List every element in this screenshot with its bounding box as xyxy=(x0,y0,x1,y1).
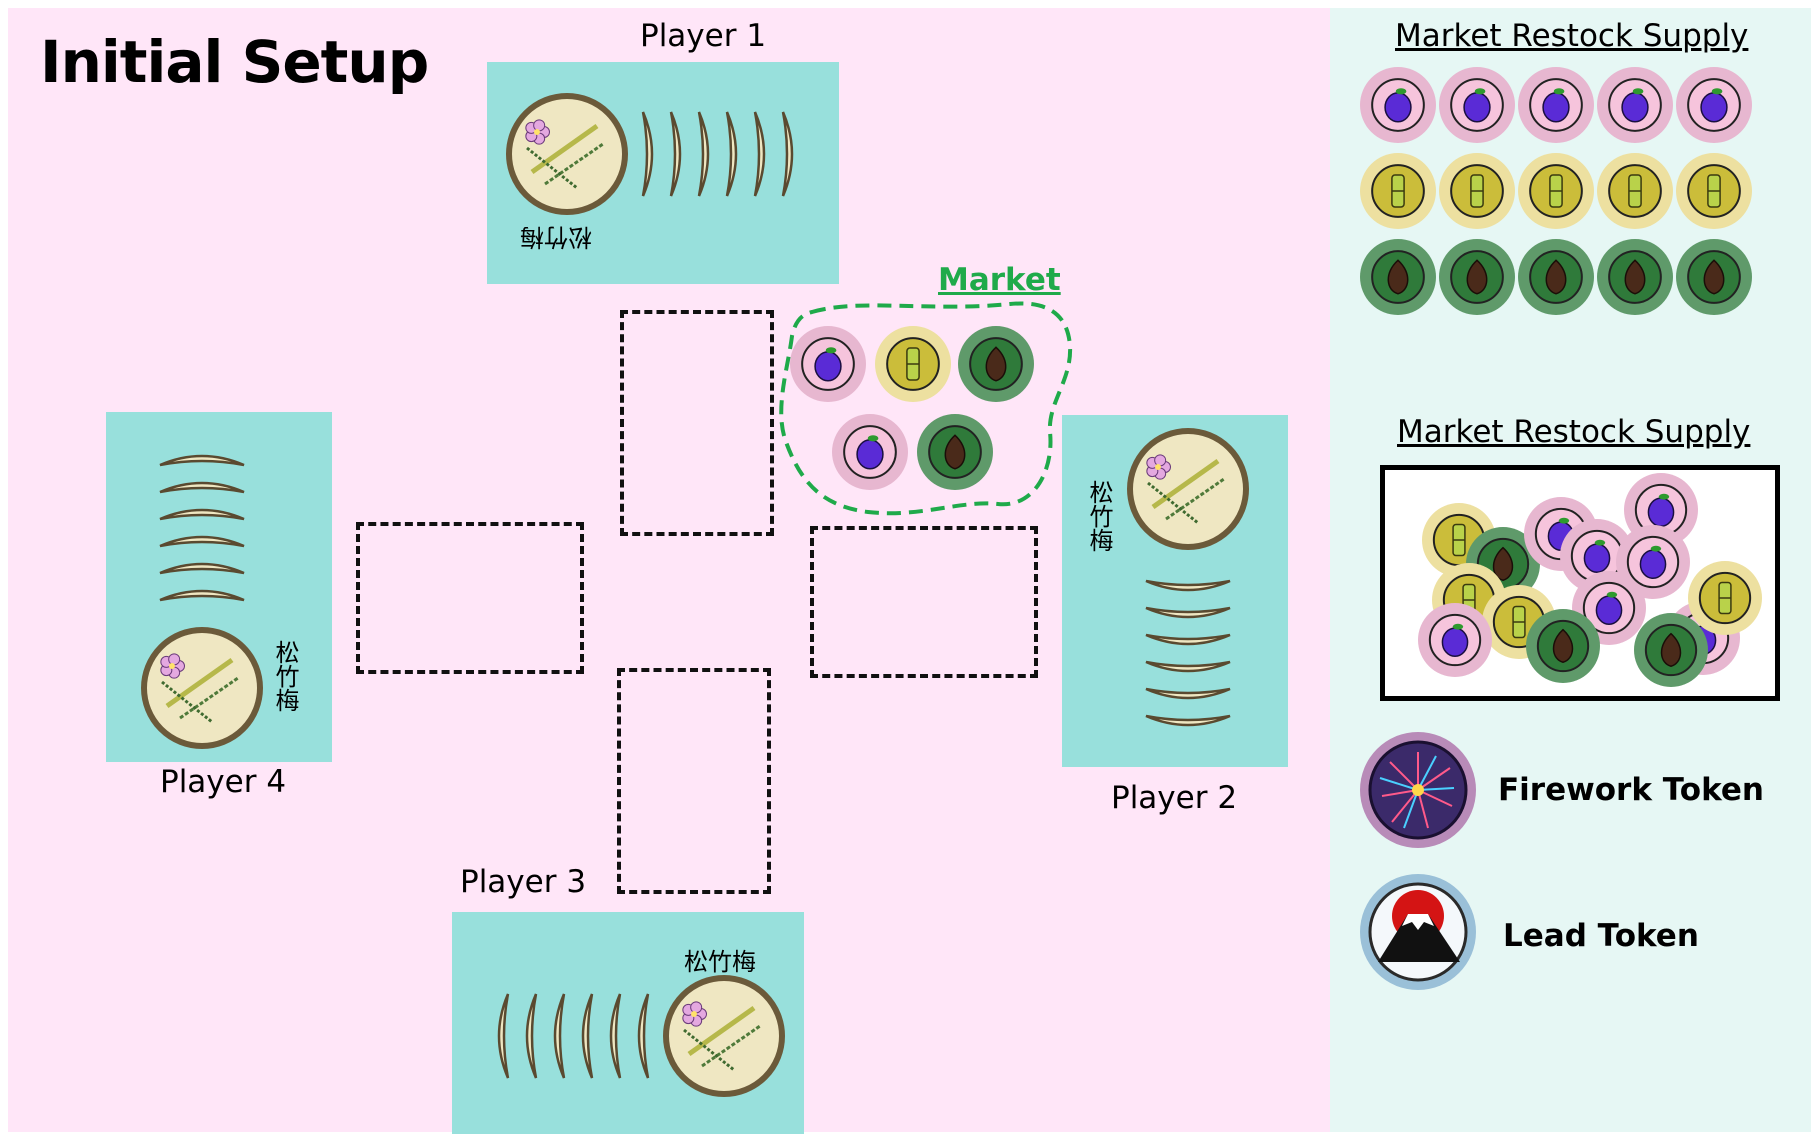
card-slot-right xyxy=(810,526,1038,678)
firework-token-label: Firework Token xyxy=(1498,772,1764,808)
player-1-board-text: 松竹梅 xyxy=(520,223,592,251)
market-label: Market xyxy=(938,262,1061,298)
player-2-board-text: 松竹梅 xyxy=(1085,480,1113,552)
player-4-label: Player 4 xyxy=(160,764,287,800)
player-1-label: Player 1 xyxy=(640,18,767,54)
plum-token-icon xyxy=(1624,473,1698,547)
pine-token-icon xyxy=(1526,609,1600,683)
player-1-board xyxy=(487,62,839,284)
player-3-board-text: 松竹梅 xyxy=(684,948,756,976)
restock-supply-title: Market Restock Supply xyxy=(1395,18,1749,54)
lead-token-label: Lead Token xyxy=(1503,918,1699,954)
bag-title: Market Restock Supply xyxy=(1397,414,1751,450)
page-title: Initial Setup xyxy=(40,28,429,96)
plum-token-icon xyxy=(1572,571,1646,645)
plum-token-icon xyxy=(1418,603,1492,677)
plum-token-icon xyxy=(1616,525,1690,599)
player-4-board-text: 松竹梅 xyxy=(271,640,299,712)
player-3-board xyxy=(452,912,804,1134)
bamboo-token-icon xyxy=(1688,561,1762,635)
pine-token-icon xyxy=(1634,613,1708,687)
card-slot-left xyxy=(356,522,584,674)
player-2-label: Player 2 xyxy=(1111,780,1238,816)
player-4-board xyxy=(106,412,332,762)
card-slot-bottom xyxy=(617,668,771,894)
player-2-board xyxy=(1062,415,1288,767)
restock-bag xyxy=(1380,465,1780,701)
card-slot-top xyxy=(620,310,774,536)
bamboo-token-icon xyxy=(1422,503,1496,577)
player-3-label: Player 3 xyxy=(460,864,587,900)
